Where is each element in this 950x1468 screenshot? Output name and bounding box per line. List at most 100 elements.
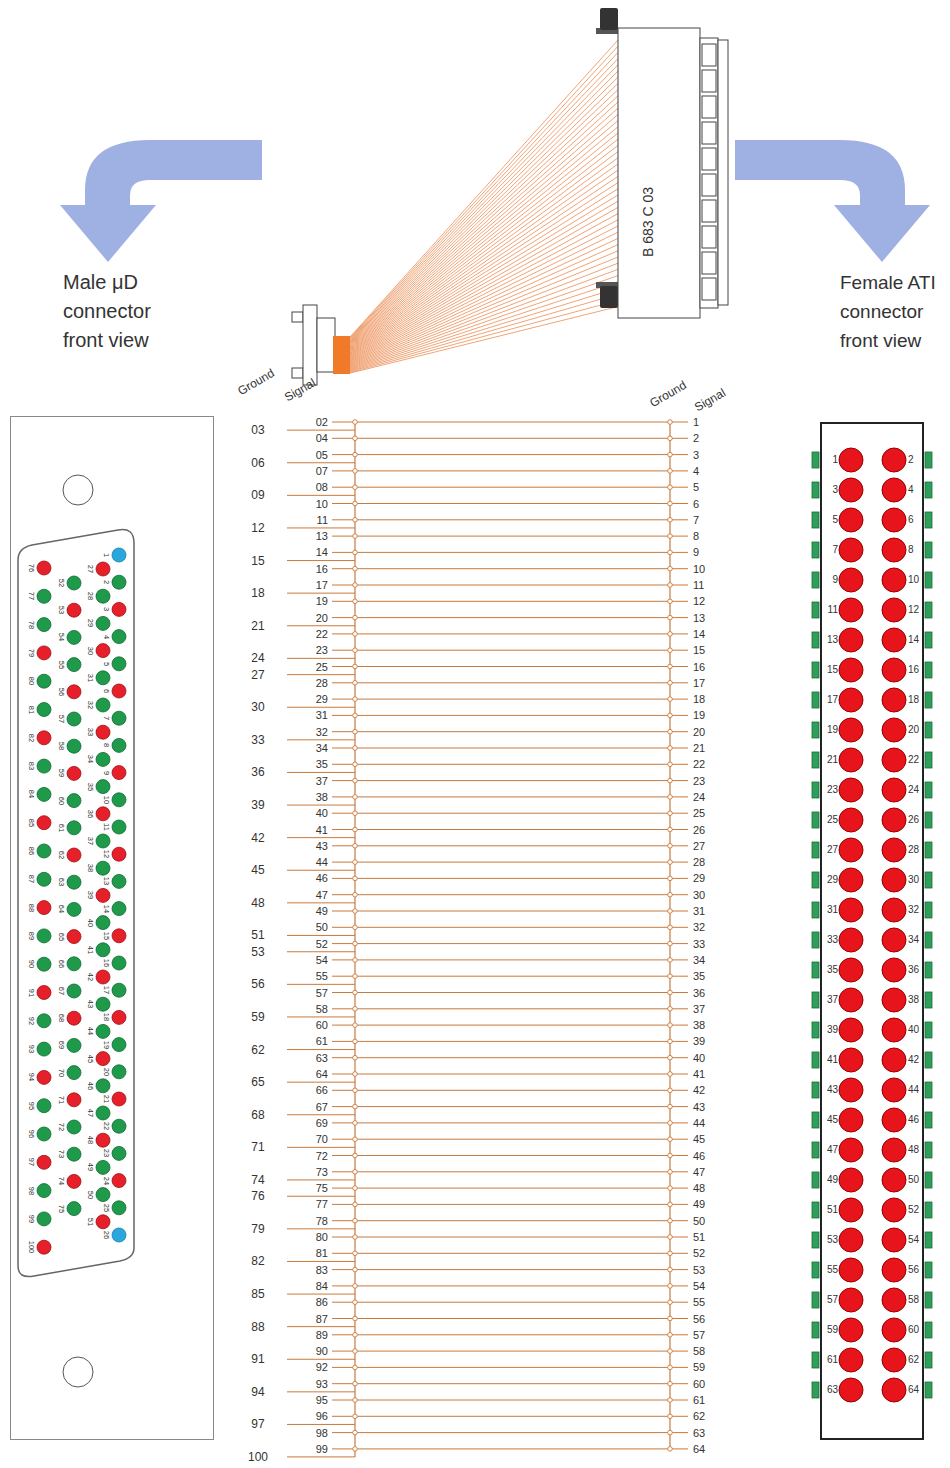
pin-number: 33 <box>827 935 838 945</box>
signal-wire <box>332 1367 688 1368</box>
pin-contact <box>96 1160 110 1174</box>
junction-dot <box>353 876 358 881</box>
pin-number: 19 <box>102 1040 110 1048</box>
ribbon-wire <box>350 238 618 363</box>
pin-contact <box>96 916 110 930</box>
signal-wire <box>332 894 688 895</box>
junction-dot <box>353 860 358 865</box>
pin-contact <box>67 1120 81 1134</box>
junction-dot <box>668 795 673 800</box>
screw <box>600 8 618 30</box>
ati-pin-number: 23 <box>693 775 705 786</box>
ati-pin-number: 57 <box>693 1329 705 1340</box>
pin-contact <box>96 997 110 1011</box>
column-heading: Signal <box>283 376 318 403</box>
pin-contact <box>112 874 126 888</box>
pin-number: 98 <box>27 1186 35 1194</box>
pin-contact <box>96 1215 110 1229</box>
signal-wire <box>332 715 688 716</box>
junction-dot <box>353 1430 358 1435</box>
signal-pin-number: 43 <box>316 840 328 851</box>
pin-number: 65 <box>57 932 65 940</box>
pin-number: 44 <box>86 1027 94 1035</box>
signal-pin-number: 47 <box>316 889 328 900</box>
ati-pin-number: 43 <box>693 1101 705 1112</box>
pin-number: 72 <box>57 1123 65 1131</box>
signal-pin-number: 35 <box>316 759 328 770</box>
ati-pin-number: 31 <box>693 906 705 917</box>
pin-contact <box>112 1146 126 1160</box>
pin-contact <box>37 929 51 943</box>
latch-tab <box>812 632 819 648</box>
junction-dot <box>668 844 673 849</box>
pin-number: 12 <box>102 850 110 858</box>
latch-tab <box>925 512 932 528</box>
pin-number: 61 <box>57 824 65 832</box>
junction-dot <box>353 1267 358 1272</box>
pin-number: 38 <box>908 995 919 1005</box>
junction-dot <box>353 1055 358 1060</box>
signal-wire <box>332 682 688 683</box>
junction-dot <box>353 1137 358 1142</box>
signal-wire <box>332 1090 688 1091</box>
pin-contact <box>839 1348 863 1372</box>
pin-contact <box>67 794 81 808</box>
signal-wire <box>332 1008 688 1009</box>
pin-number: 34 <box>86 755 94 763</box>
ati-pin-number: 51 <box>693 1232 705 1243</box>
junction-dot <box>353 583 358 588</box>
latch-tab <box>925 1052 932 1068</box>
screw-tab <box>292 368 303 378</box>
pin-number: 100 <box>27 1241 35 1254</box>
junction-dot <box>668 1007 673 1012</box>
signal-wire <box>332 1269 688 1270</box>
screw-tab <box>292 312 303 322</box>
pin-contact <box>839 568 863 592</box>
latch-tab <box>925 1232 932 1248</box>
junction-dot <box>353 1170 358 1175</box>
pin-contact <box>37 618 51 632</box>
ground-wire <box>287 739 355 740</box>
pin-contact <box>882 448 906 472</box>
pin-contact <box>839 928 863 952</box>
signal-wire <box>332 1400 688 1401</box>
junction-dot <box>353 1235 358 1240</box>
pin-contact <box>882 1018 906 1042</box>
junction-dot <box>668 534 673 539</box>
junction-dot <box>353 518 358 523</box>
pin-contact <box>96 698 110 712</box>
pin-contact <box>37 901 51 915</box>
latch-tab <box>812 1322 819 1338</box>
latch-tab <box>812 512 819 528</box>
pin-contact <box>882 1108 906 1132</box>
junction-dot <box>353 811 358 816</box>
pin-contact <box>96 1133 110 1147</box>
pin-contact <box>96 616 110 630</box>
pin-number: 26 <box>102 1231 110 1239</box>
ground-wire <box>287 527 355 528</box>
signal-wire <box>332 796 688 797</box>
pin-number: 87 <box>27 875 35 883</box>
pin-number: 67 <box>57 987 65 995</box>
ati-pin-number: 38 <box>693 1020 705 1031</box>
signal-wire <box>332 422 688 423</box>
ground-wire <box>287 1049 355 1050</box>
connector-housing <box>618 28 700 318</box>
pin-contact <box>112 1038 126 1052</box>
pin-number: 2 <box>102 580 110 584</box>
signal-pin-number: 28 <box>316 677 328 688</box>
pin-contact <box>96 1188 110 1202</box>
pin-contact <box>37 1070 51 1084</box>
ground-pin-number: 18 <box>251 587 264 599</box>
signal-pin-number: 37 <box>316 775 328 786</box>
junction-dot <box>668 681 673 686</box>
pin-number: 63 <box>827 1385 838 1395</box>
junction-dot <box>668 778 673 783</box>
latch-tab <box>925 932 932 948</box>
pin-number: 57 <box>827 1295 838 1305</box>
signal-wire <box>332 1351 688 1352</box>
pin-number: 46 <box>86 1082 94 1090</box>
ground-wire <box>287 805 355 806</box>
latch-tab <box>925 842 932 858</box>
ground-pin-number: 09 <box>251 489 264 501</box>
